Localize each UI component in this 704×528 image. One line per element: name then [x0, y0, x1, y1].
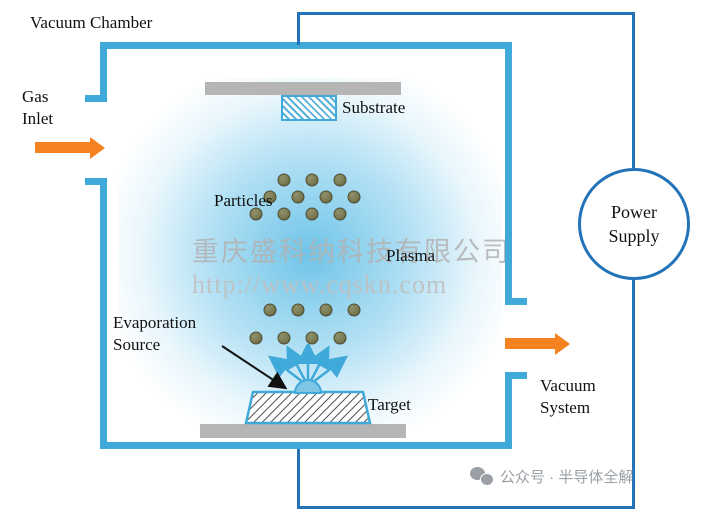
particles-label: Particles	[214, 191, 273, 210]
vacuum-system-label: Vacuum System	[540, 375, 596, 419]
particle	[291, 303, 305, 317]
footer-watermark: 公众号 · 半导体全解	[470, 466, 633, 487]
gas-inlet-arrow	[35, 142, 90, 153]
substrate	[281, 95, 337, 121]
chamber-wall-right-lower	[505, 372, 512, 449]
particle	[249, 331, 263, 345]
vacuum-system-label-line1: Vacuum	[540, 376, 596, 395]
wire-top-vertical	[297, 12, 300, 45]
chamber-wall-bottom	[100, 442, 512, 449]
watermark-company: 重庆盛科纳科技有限公司	[192, 237, 511, 267]
target-dome	[293, 379, 323, 394]
particle	[347, 303, 361, 317]
particle	[319, 303, 333, 317]
vacuum-outlet-arrow	[505, 338, 555, 349]
gas-inlet-label-line1: Gas	[22, 87, 49, 106]
target-label: Target	[368, 395, 411, 414]
vacuum-outlet-flange-top	[505, 298, 527, 305]
power-supply-label-line2: Supply	[608, 226, 660, 246]
chamber-wall-left-lower	[100, 178, 107, 449]
evaporation-pointer-svg	[221, 345, 288, 390]
target-holder-bar	[200, 424, 406, 438]
particle	[305, 331, 319, 345]
vacuum-chamber-label: Vacuum Chamber	[30, 13, 153, 32]
chamber-wall-right-upper	[505, 42, 512, 305]
evaporation-pointer-arrow	[221, 345, 288, 390]
plasma-label: Plasma	[386, 246, 436, 265]
evaporation-source-label: Evaporation Source	[113, 312, 196, 356]
plasma-glow	[118, 78, 502, 438]
power-supply: Power Supply	[578, 168, 690, 280]
particle	[347, 190, 361, 204]
particle	[263, 303, 277, 317]
particle	[277, 331, 291, 345]
particle	[277, 207, 291, 221]
wire-top-horizontal	[297, 12, 635, 15]
watermark-url: http://www.cqskn.com	[192, 270, 448, 299]
wire-right-upper	[632, 12, 635, 168]
particle	[305, 173, 319, 187]
target-block	[244, 390, 372, 425]
gas-inlet-flange-bottom	[85, 178, 107, 185]
chamber-wall-top	[100, 42, 512, 49]
particle	[333, 173, 347, 187]
particle	[333, 207, 347, 221]
gas-inlet-label: Gas Inlet	[22, 86, 53, 130]
wire-bottom-horizontal	[297, 506, 635, 509]
gas-inlet-label-line2: Inlet	[22, 109, 54, 128]
vacuum-system-label-line2: System	[540, 398, 591, 417]
particle	[305, 207, 319, 221]
particle	[333, 331, 347, 345]
wechat-icon	[470, 467, 494, 486]
particle	[263, 190, 277, 204]
vacuum-outlet-flange-bottom	[505, 372, 527, 379]
gas-inlet-flange-top	[85, 95, 107, 102]
footer-watermark-text: 公众号 · 半导体全解	[500, 469, 634, 486]
particle	[319, 190, 333, 204]
wire-right-lower	[632, 280, 635, 509]
substrate-holder-bar	[205, 82, 401, 95]
wire-bottom-vertical	[297, 449, 300, 509]
chamber-wall-left-upper	[100, 42, 107, 102]
power-supply-label-line1: Power	[611, 202, 657, 222]
substrate-label: Substrate	[342, 98, 406, 117]
evaporation-source-label-line1: Evaporation	[113, 313, 197, 332]
particle	[291, 190, 305, 204]
particle	[249, 207, 263, 221]
evaporation-source-label-line2: Source	[113, 335, 161, 354]
target-assembly-svg	[244, 344, 372, 425]
particle	[277, 173, 291, 187]
